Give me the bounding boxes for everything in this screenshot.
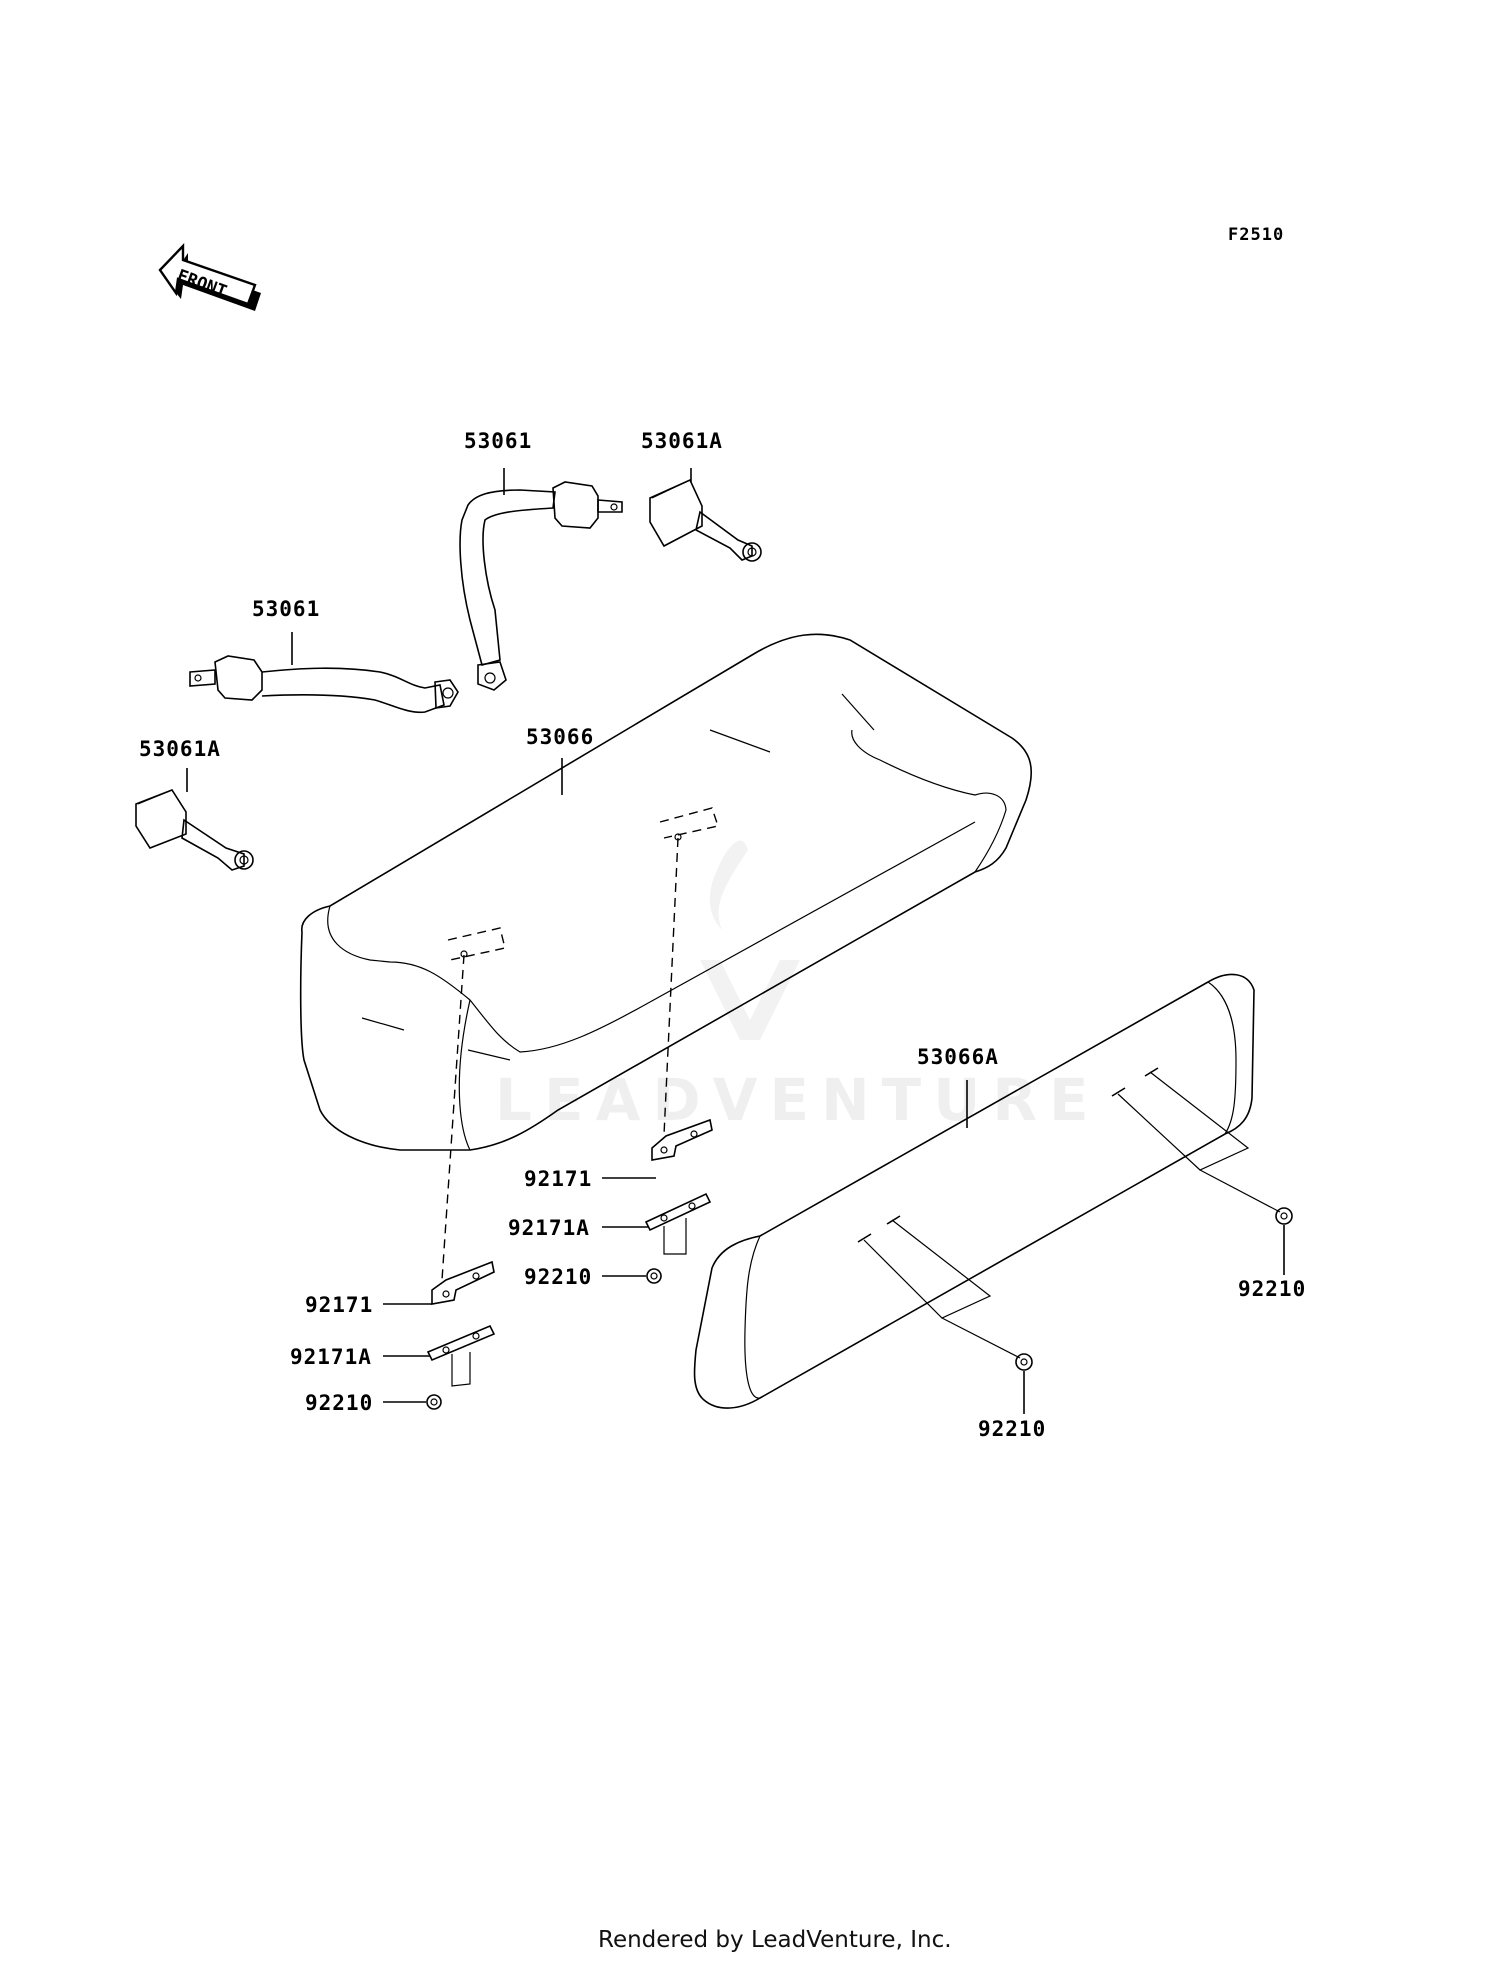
front-arrow-icon: FRONT	[158, 243, 261, 311]
nut-92210-middle	[646, 1268, 662, 1284]
callout-92210-back-right[interactable]: 92210	[1238, 1277, 1306, 1301]
nut-92210-left	[426, 1394, 442, 1410]
bracket-92171a-left	[426, 1324, 496, 1387]
seat-back-studs	[857, 1067, 1281, 1359]
cushion-mount-clips	[441, 807, 719, 1281]
nut-92210-back-lower	[1015, 1353, 1033, 1371]
callout-92171a-middle[interactable]: 92171A	[508, 1216, 590, 1240]
bracket-92171-middle	[651, 1118, 713, 1161]
seat-cushion	[299, 633, 1033, 1151]
part-labels: 53061 53061A 53061 53061A 53066 53066A 9…	[139, 429, 1306, 1441]
callout-92210-middle[interactable]: 92210	[524, 1265, 592, 1289]
watermark-text: LEADVENTURE	[495, 1066, 1101, 1134]
callout-53061a-lower[interactable]: 53061A	[139, 737, 221, 761]
seat-back	[693, 973, 1255, 1409]
callout-53061-upper[interactable]: 53061	[464, 429, 532, 453]
callout-53066[interactable]: 53066	[526, 725, 594, 749]
seat-belt-lower	[189, 655, 459, 714]
callout-92171a-left[interactable]: 92171A	[290, 1345, 372, 1369]
diagram-code: F2510	[1228, 225, 1284, 245]
rendered-by-credit: Rendered by LeadVenture, Inc.	[598, 1927, 952, 1953]
watermark: LEADVENTURE	[495, 840, 1101, 1134]
seat-belt-buckle-upper	[649, 478, 762, 562]
callout-92171-middle[interactable]: 92171	[524, 1167, 592, 1191]
seat-belt-buckle-lower	[135, 789, 254, 871]
seat-belt-upper	[459, 481, 623, 691]
nut-92210-back-right	[1275, 1207, 1293, 1225]
bracket-92171-left	[431, 1260, 495, 1305]
callout-92210-back-lower[interactable]: 92210	[978, 1417, 1046, 1441]
callout-92171-left[interactable]: 92171	[305, 1293, 373, 1317]
callout-53061-lower[interactable]: 53061	[252, 597, 320, 621]
bracket-92171a-middle	[644, 1192, 712, 1255]
leader-lines	[186, 468, 1285, 1414]
callout-92210-left[interactable]: 92210	[305, 1391, 373, 1415]
callout-53061a-upper[interactable]: 53061A	[641, 429, 723, 453]
callout-53066a[interactable]: 53066A	[917, 1045, 999, 1069]
